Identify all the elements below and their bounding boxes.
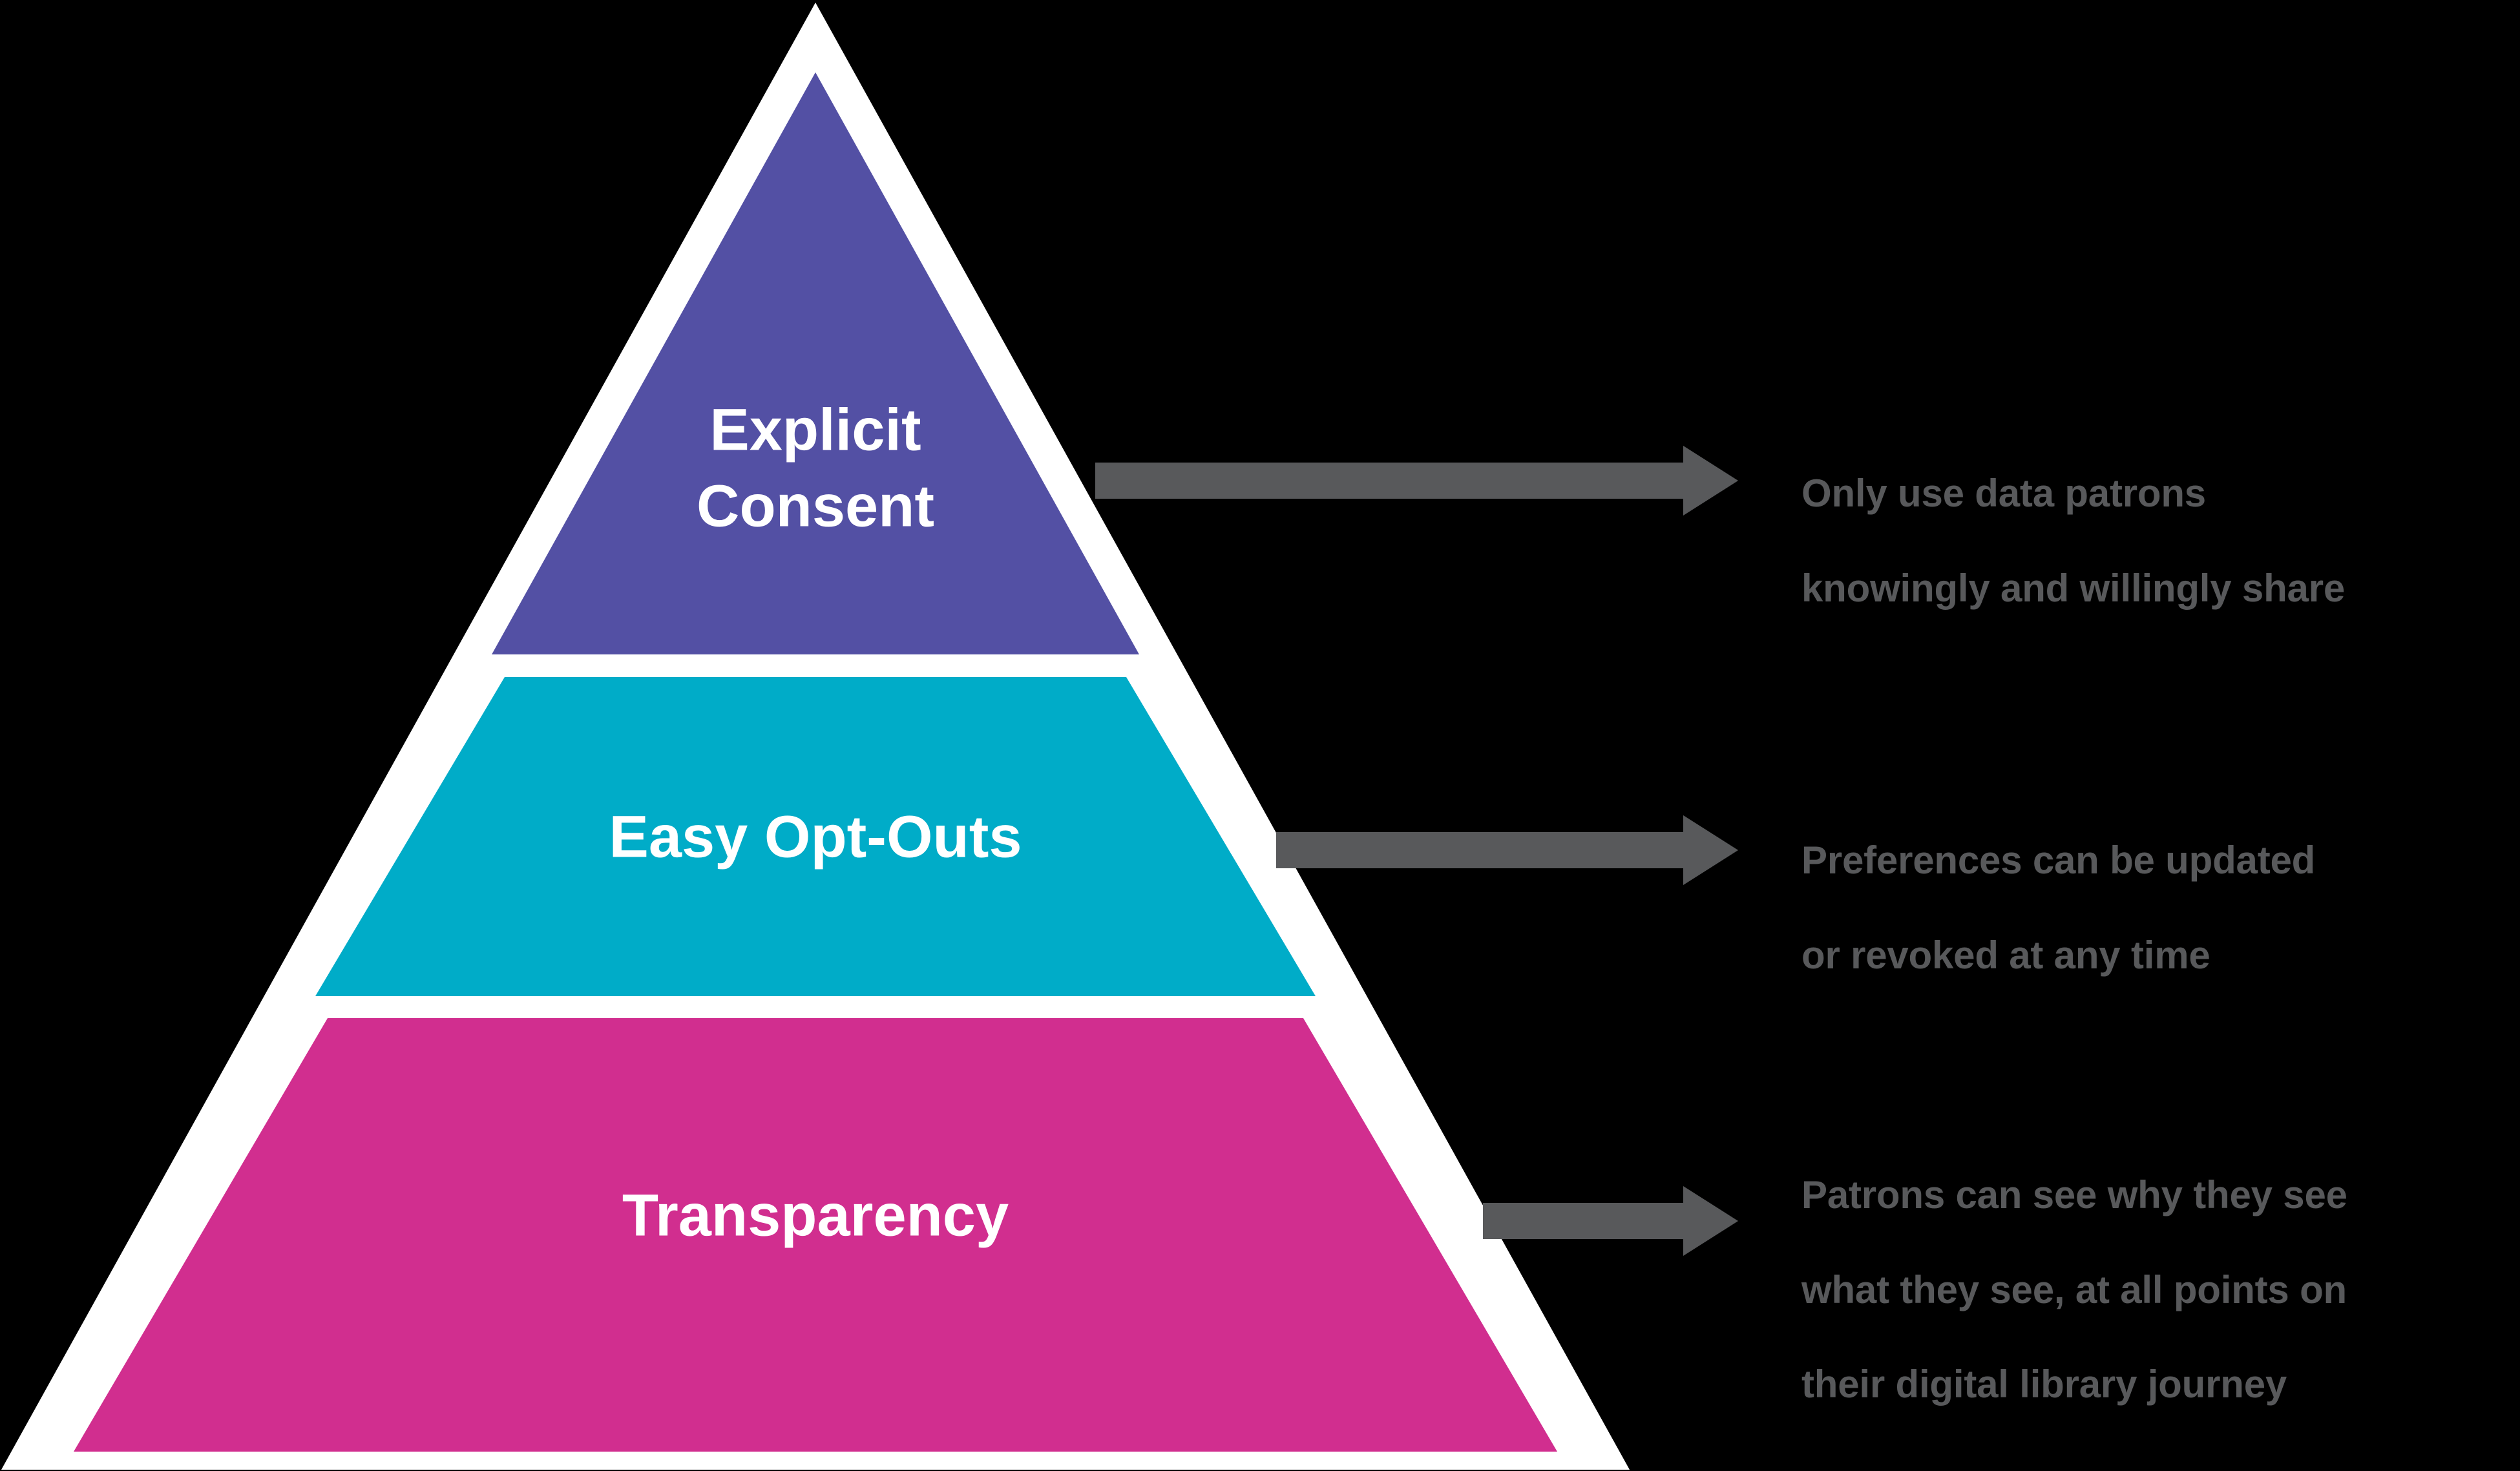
arrow-to-easy-opt-outs <box>1276 815 1738 885</box>
annotation-transparency-line1: Patrons can see why they see <box>1801 1173 2347 1217</box>
tier-label-transparency: Transparency <box>622 1182 1009 1248</box>
arrow-to-transparency <box>1483 1186 1738 1256</box>
tier-label-explicit-consent-line2: Consent <box>697 473 934 539</box>
annotation-transparency: Patrons can see why they see what they s… <box>1801 1124 2506 1455</box>
annotation-easy-opt-outs: Preferences can be updated or revoked at… <box>1801 789 2499 1026</box>
annotation-explicit-consent-line2: knowingly and willingly share <box>1801 566 2346 610</box>
tier-shape-transparency[interactable] <box>74 1018 1557 1452</box>
tier-shape-easy-opt-outs[interactable] <box>315 677 1316 996</box>
tier-label-easy-opt-outs: Easy Opt-Outs <box>609 804 1022 870</box>
annotation-transparency-line2: what they see, at all points on <box>1801 1268 2347 1311</box>
annotation-explicit-consent-line1: Only use data patrons <box>1801 472 2206 516</box>
annotation-transparency-line3: their digital library journey <box>1801 1362 2287 1406</box>
annotation-easy-opt-outs-line1: Preferences can be updated <box>1801 839 2316 882</box>
arrow-right-icon <box>1095 446 1738 516</box>
arrow-right-icon <box>1483 1186 1738 1256</box>
arrow-to-explicit-consent <box>1095 446 1738 516</box>
annotation-easy-opt-outs-line2: or revoked at any time <box>1801 933 2210 977</box>
annotation-explicit-consent: Only use data patrons knowingly and will… <box>1801 423 2499 659</box>
arrow-right-icon <box>1276 815 1738 885</box>
tier-label-explicit-consent-line1: Explicit <box>709 397 921 463</box>
tier-shape-explicit-consent[interactable] <box>492 72 1139 654</box>
